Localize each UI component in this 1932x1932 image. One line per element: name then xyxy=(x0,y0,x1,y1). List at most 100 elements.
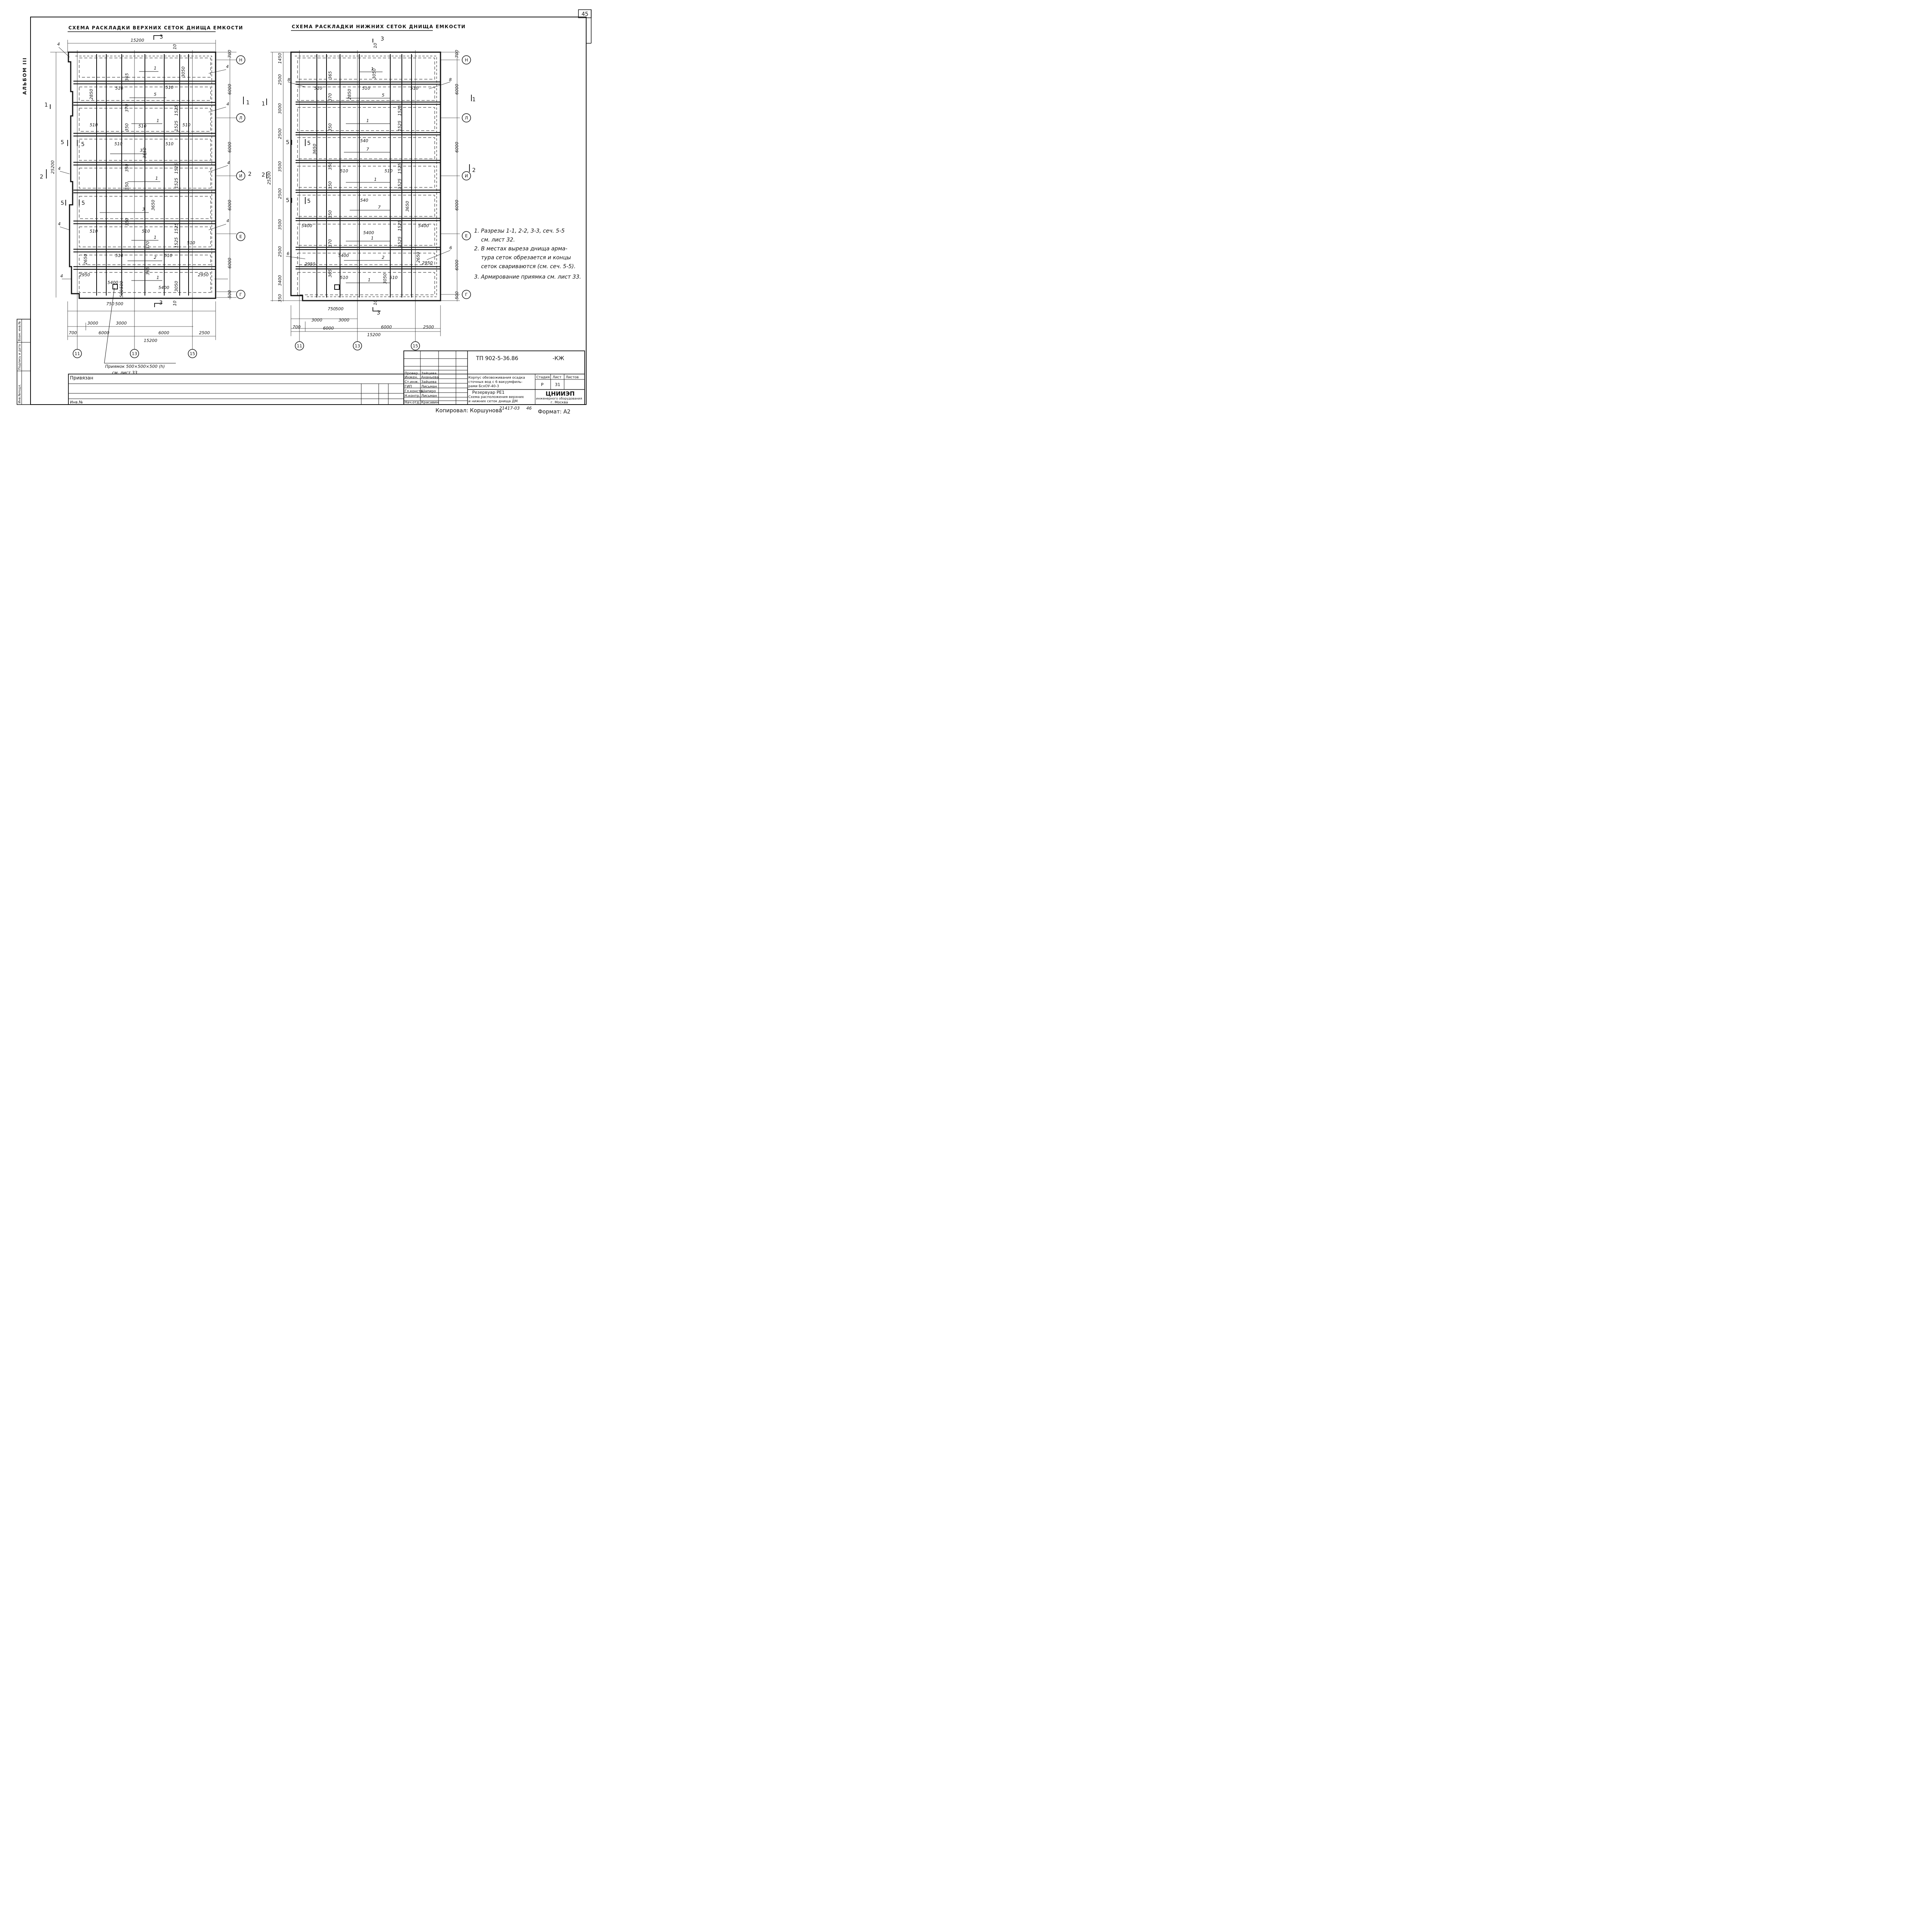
bottom-chain: 6000 xyxy=(323,326,334,331)
small-dim-27: 5400 xyxy=(158,285,169,290)
mesh-mark: 4 xyxy=(226,102,229,107)
bound-label: Привязан xyxy=(70,375,93,381)
small-dim-26: 5400 xyxy=(107,280,118,285)
copy-number: 46 xyxy=(526,406,532,411)
object-line: Корпус обезвоживания осадка xyxy=(468,376,525,380)
paper-format: Формат: А2 xyxy=(538,409,570,415)
left-chain: 3500 xyxy=(277,219,282,230)
axis-x-bubble: 13 xyxy=(355,344,360,349)
section-mark: 2 xyxy=(248,171,252,177)
small-dim-19: 1525 xyxy=(174,223,179,234)
small-dim: 350 xyxy=(328,162,333,170)
small-dim: 3050 xyxy=(372,68,377,79)
bottom-chain-2: 6000 xyxy=(158,330,169,335)
small-dim: 1525 xyxy=(397,105,402,116)
section-mark: 5 xyxy=(286,197,289,204)
mesh-mark: 3 xyxy=(142,207,145,212)
object-line: сточных вод с 6 вакуумфиль- xyxy=(468,380,522,384)
name: Шапиро xyxy=(421,389,436,393)
mesh-mark: 3 xyxy=(140,148,143,153)
small-dim: 350 xyxy=(328,123,333,131)
bottom-chain-1: 6000 xyxy=(99,330,109,335)
role: ГИП xyxy=(405,385,412,389)
small-dim: 3650 xyxy=(312,144,317,155)
plan-top: СХЕМА РАСКЛАДКИ ВЕРХНИХ СЕТОК ДНИЩА ЕМКО… xyxy=(40,25,252,375)
role: Н.контр. xyxy=(405,394,420,398)
small-dim-15: 350 xyxy=(124,182,129,190)
small-dim-31: 500 xyxy=(119,289,124,298)
small-dim: 5400 xyxy=(338,253,349,258)
row-dim: 6000 xyxy=(454,200,459,211)
small-dim-0: 365 xyxy=(124,73,129,81)
axis-y-bubble: Н xyxy=(465,58,468,63)
mesh-mark: 8 xyxy=(287,77,290,82)
small-dim: 1525 xyxy=(397,163,402,174)
mesh-mark: 1 xyxy=(374,177,377,182)
sump-dim: 750 xyxy=(328,306,336,311)
section-mark: 3 xyxy=(377,310,380,316)
sump-dim-0: 750 xyxy=(106,301,114,306)
small-dim: 365 xyxy=(328,71,333,79)
mesh-mark: 6 xyxy=(287,251,289,256)
left-chain: 350 xyxy=(277,294,282,302)
bottom-chain-0: 700 xyxy=(69,330,77,335)
axis-y-bubble: Л xyxy=(239,116,242,121)
small-dim: 540 xyxy=(360,198,368,203)
section-mark: 1 xyxy=(44,102,48,108)
mesh-mark: 4 xyxy=(60,274,63,279)
stage-value: Р xyxy=(541,382,544,387)
note-line: 3. Армирование приямка см. лист 33. xyxy=(474,274,581,280)
order-number: 21417-03 xyxy=(499,406,520,411)
axis-y-bubble: Н xyxy=(239,58,242,63)
section-mark: 2 xyxy=(262,172,265,178)
small-dim: 540 xyxy=(360,138,368,143)
section-mark: 5 xyxy=(81,141,85,148)
bottom-chain: 700 xyxy=(293,325,301,330)
mesh-mark: 1 xyxy=(155,176,158,181)
name: Красавин xyxy=(421,401,439,405)
small-dim-20: 1525 xyxy=(174,237,179,248)
axis-y-bubble: Е xyxy=(465,233,468,238)
small-dim: 510 xyxy=(410,86,418,91)
mesh-mark: 2 xyxy=(382,255,384,260)
bottom-chain: 2500 xyxy=(423,325,434,330)
small-dim-24: 510 xyxy=(164,253,172,258)
small-dim-22: 510 xyxy=(187,240,195,245)
bottom-upper-0: 3000 xyxy=(87,321,98,326)
section-mark: 3 xyxy=(159,300,163,306)
small-dim-14: 1525 xyxy=(174,178,179,189)
bottom-chain-3: 2500 xyxy=(199,330,210,335)
row-dim-4: 6000 xyxy=(227,258,232,269)
small-dim: 510 xyxy=(314,86,322,91)
small-dim: 10 xyxy=(373,300,378,305)
row-dim-0: 700 xyxy=(227,50,232,58)
small-dim-18: 350 xyxy=(124,218,129,226)
section-mark: 2 xyxy=(472,167,476,173)
small-dim: 2950 xyxy=(304,262,315,267)
small-dim-29: 2950 xyxy=(198,272,209,277)
mesh-mark: 4 xyxy=(227,160,230,165)
mesh-mark: 5 xyxy=(154,92,156,97)
left-chain: 2500 xyxy=(277,74,282,85)
mesh-mark: 2 xyxy=(154,255,156,260)
mesh-mark: 7 xyxy=(366,147,369,152)
bottom-total: 15200 xyxy=(144,338,157,343)
role: Гл.констр. xyxy=(405,389,424,393)
band-dim-0: 3050 xyxy=(181,66,186,77)
bottom-upper-1: 3000 xyxy=(116,321,127,326)
note-line: сеток свариваются (см. сеч. 5-5). xyxy=(481,264,576,270)
mesh-mark: 1 xyxy=(371,66,374,71)
section-mark: 1 xyxy=(246,100,250,106)
band-dim-5: 3050 xyxy=(174,281,179,292)
left-chain: 2500 xyxy=(277,128,282,139)
section-mark: 1 xyxy=(472,97,476,103)
row-dim-3: 6000 xyxy=(227,200,232,211)
band-dim-3: 3650 xyxy=(151,200,156,211)
sump-label: Приямок 500×500×500 (h) xyxy=(105,364,165,369)
small-dim: 2950 xyxy=(422,260,433,265)
axis-y-bubble: И xyxy=(239,173,242,179)
title-block xyxy=(68,350,585,405)
small-dim: 370 xyxy=(328,93,333,101)
mesh-mark: 1 xyxy=(366,118,369,123)
small-dim: 510 xyxy=(389,275,398,280)
